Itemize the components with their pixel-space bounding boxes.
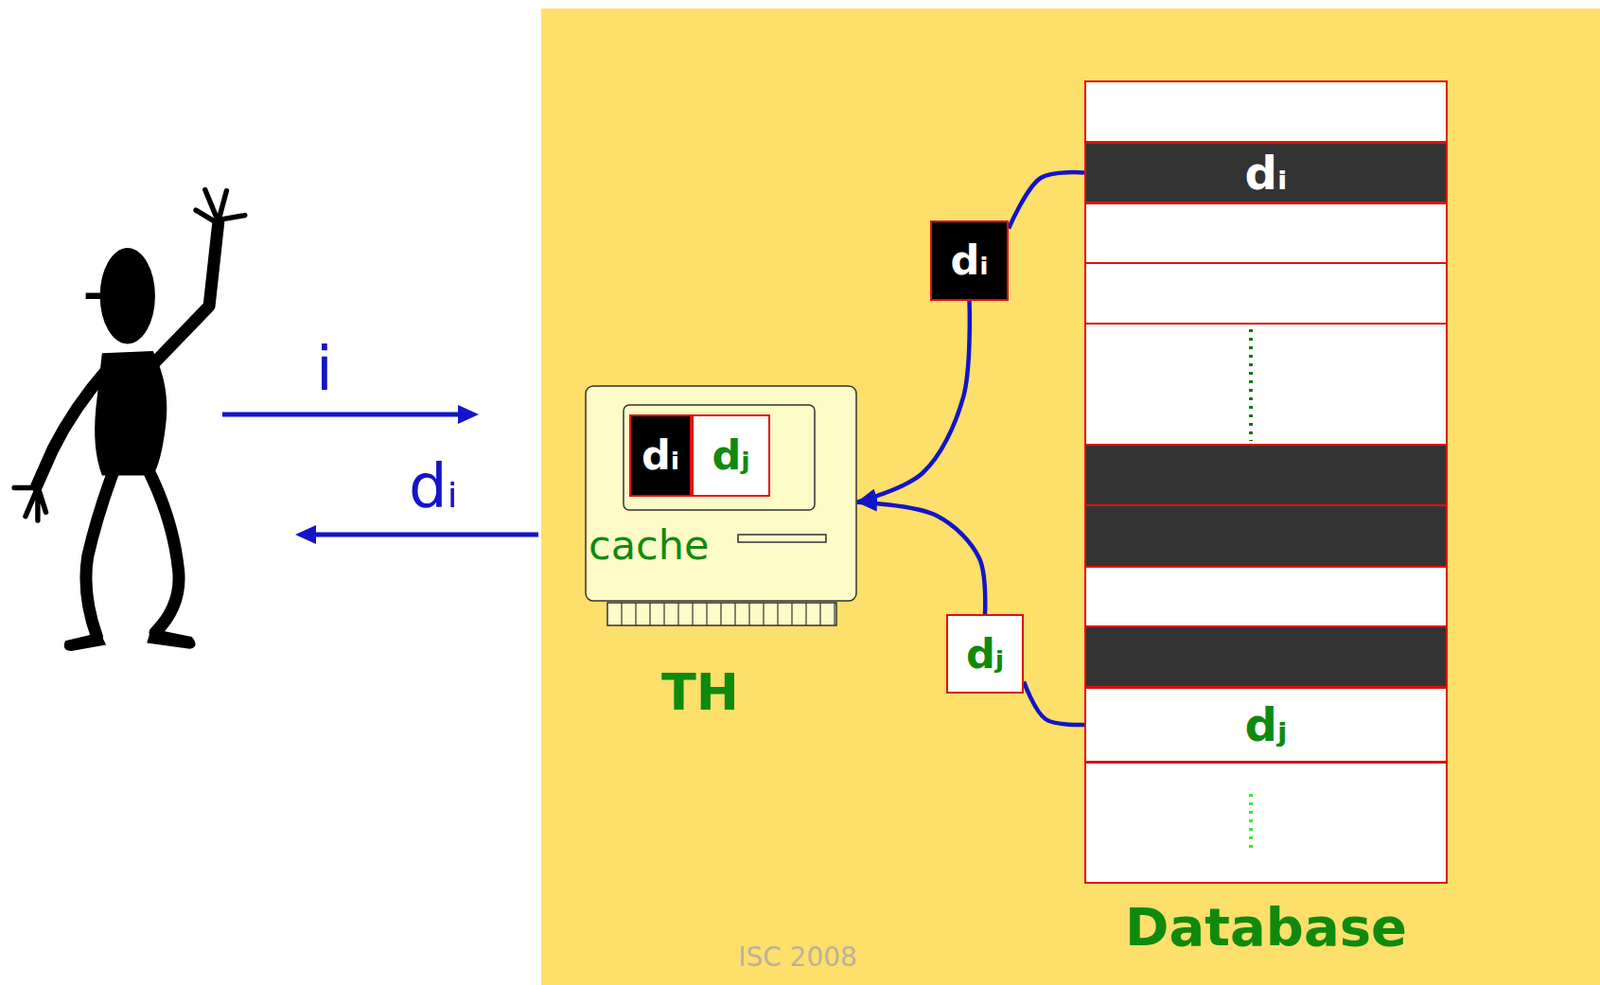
table-row (1085, 141, 1447, 204)
grille-slat (748, 602, 750, 626)
table-row (1085, 762, 1447, 883)
grille-slat (720, 602, 721, 626)
raised-hand (195, 190, 246, 224)
grille-slat (819, 602, 821, 626)
data-flow-connector (1008, 172, 1085, 229)
grille-slat (691, 602, 693, 626)
right-leg (147, 469, 179, 633)
hat-brim (86, 293, 105, 299)
grille-slat (762, 602, 764, 626)
monitor-screen (623, 404, 815, 510)
database-label: Database (1046, 900, 1486, 954)
table-row (1085, 566, 1447, 627)
response-label: dᵢ (408, 456, 458, 517)
data-flow-connector (1023, 681, 1085, 725)
watermark: ISC 2008 (738, 944, 858, 971)
grille-slat (833, 602, 835, 626)
disk-slot (738, 534, 827, 543)
arrowhead (295, 525, 317, 545)
grille-slat (705, 602, 707, 626)
table-row (1085, 263, 1447, 324)
table-row (1085, 626, 1447, 687)
left-foot (64, 632, 106, 651)
data-flow-connector (857, 300, 970, 503)
grille-slat (634, 602, 636, 626)
grille-frame (607, 602, 837, 626)
data-block: dᵢ (930, 220, 1009, 301)
right-foot (146, 628, 195, 650)
request-label: i (316, 338, 334, 400)
raised-arm (147, 222, 218, 370)
item-label: dᵢ (641, 435, 680, 476)
table-row (1085, 444, 1447, 506)
monitor-case (585, 386, 857, 601)
ellipsis-dots (1248, 793, 1253, 852)
table-row (1085, 686, 1447, 763)
host-label: TH (584, 667, 816, 719)
request-line (222, 412, 464, 418)
response-arrow (295, 525, 539, 545)
data-block: dⱼ (946, 614, 1024, 694)
grille-slat (791, 602, 792, 626)
grille-slat (649, 602, 651, 626)
table-row (1085, 505, 1447, 567)
database-row: dᵢ (1084, 141, 1448, 204)
arrowhead (457, 404, 479, 424)
lowered-arm (36, 369, 107, 486)
table-row (1085, 203, 1447, 264)
response-line (310, 532, 539, 538)
lowered-hand (14, 487, 46, 521)
system-region (541, 8, 1600, 985)
item-label: dᵢ (949, 240, 988, 282)
ellipsis-dots (1248, 329, 1253, 441)
item-label: dⱼ (711, 435, 750, 476)
cache-entry: dⱼ (691, 414, 771, 497)
grille-slat (677, 602, 679, 626)
cache-label: cache (588, 525, 709, 566)
request-arrow (222, 404, 479, 424)
grille-slat (776, 602, 778, 626)
host-computer: dᵢdⱼcacheTH (584, 385, 858, 602)
grille-slat (734, 602, 736, 626)
grille-slat (663, 602, 665, 626)
table-row (1085, 323, 1447, 445)
cache-entry: dᵢ (629, 414, 692, 497)
left-leg (86, 469, 115, 637)
database-table: dᵢdⱼDatabase (1084, 81, 1448, 883)
user-figure (14, 190, 246, 651)
database-row: dⱼ (1084, 686, 1448, 763)
grille-slat (620, 602, 622, 626)
table-row (1085, 81, 1447, 142)
item-label: dⱼ (966, 633, 1004, 675)
figure-head (100, 247, 156, 344)
item-label: dᵢ (1245, 150, 1288, 196)
data-flow-connector (857, 502, 985, 615)
grille-slat (805, 602, 807, 626)
keyboard-grille (607, 602, 837, 626)
item-label: dⱼ (1245, 702, 1288, 748)
